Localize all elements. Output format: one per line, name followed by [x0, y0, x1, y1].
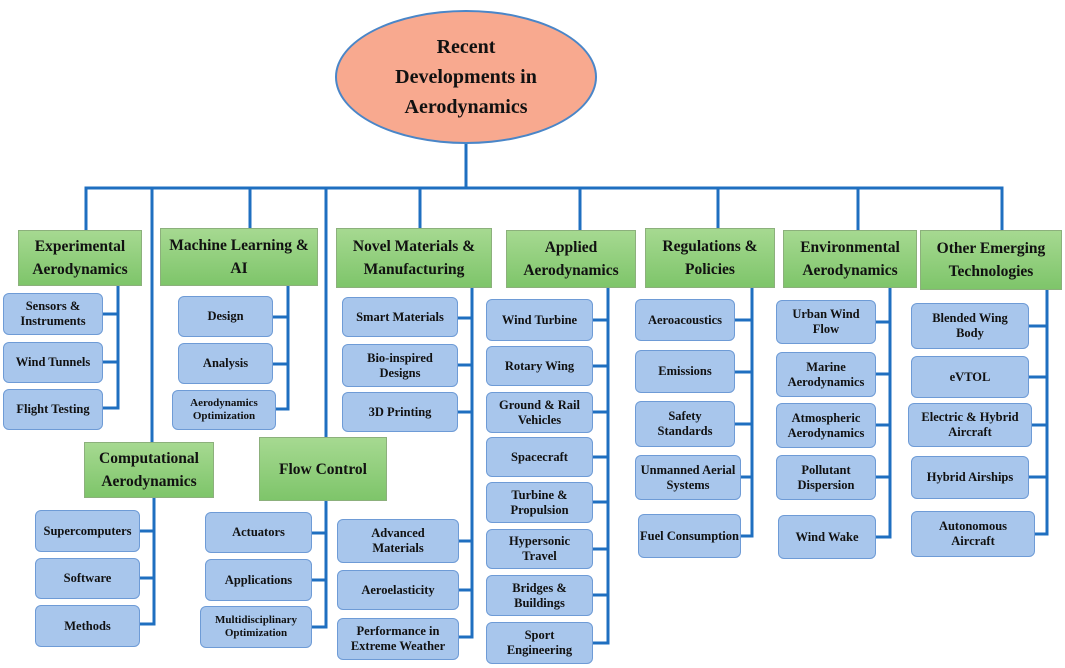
- category-applied-aerodynamics: Applied Aerodynamics: [506, 230, 636, 288]
- leaf-wind-turbine: Wind Turbine: [486, 299, 593, 341]
- leaf-wind-tunnels: Wind Tunnels: [3, 342, 103, 383]
- leaf-sensors-instruments: Sensors & Instruments: [3, 293, 103, 335]
- leaf-blended-wing-body: Blended Wing Body: [911, 303, 1029, 349]
- leaf-applications: Applications: [205, 559, 312, 601]
- leaf-pollutant-dispersion: Pollutant Dispersion: [776, 455, 876, 500]
- leaf-bio-inspired-designs: Bio-inspired Designs: [342, 344, 458, 387]
- root-label: Recent Developments in Aerodynamics: [395, 36, 537, 118]
- category-other-emerging-technologies: Other Emerging Technologies: [920, 230, 1062, 290]
- leaf-methods: Methods: [35, 605, 140, 647]
- leaf-hypersonic-travel: Hypersonic Travel: [486, 529, 593, 569]
- leaf-autonomous-aircraft: Autonomous Aircraft: [911, 511, 1035, 557]
- leaf-spacecraft: Spacecraft: [486, 437, 593, 477]
- leaf-wind-wake: Wind Wake: [778, 515, 876, 559]
- leaf-sport-engineering: Sport Engineering: [486, 622, 593, 664]
- category-computational-aerodynamics: Computational Aerodynamics: [84, 442, 214, 498]
- leaf-turbine-propulsion: Turbine & Propulsion: [486, 482, 593, 523]
- category-experimental-aerodynamics: Experimental Aerodynamics: [18, 230, 142, 286]
- leaf-performance-extreme-weather: Performance in Extreme Weather: [337, 618, 459, 660]
- leaf-urban-wind-flow: Urban Wind Flow: [776, 300, 876, 344]
- leaf-ground-rail-vehicles: Ground & Rail Vehicles: [486, 392, 593, 433]
- leaf-advanced-materials: Advanced Materials: [337, 519, 459, 563]
- leaf-flight-testing: Flight Testing: [3, 389, 103, 430]
- leaf-design: Design: [178, 296, 273, 337]
- leaf-marine-aerodynamics: Marine Aerodynamics: [776, 352, 876, 397]
- leaf-smart-materials: Smart Materials: [342, 297, 458, 337]
- leaf-software: Software: [35, 558, 140, 599]
- leaf-aeroacoustics: Aeroacoustics: [635, 299, 735, 341]
- leaf-3d-printing: 3D Printing: [342, 392, 458, 432]
- leaf-safety-standards: Safety Standards: [635, 401, 735, 447]
- leaf-actuators: Actuators: [205, 512, 312, 553]
- category-machine-learning-ai: Machine Learning & AI: [160, 228, 318, 286]
- leaf-aeroelasticity: Aeroelasticity: [337, 570, 459, 610]
- category-environmental-aerodynamics: Environmental Aerodynamics: [783, 230, 917, 288]
- leaf-aerodynamics-optimization: Aerodynamics Optimization: [172, 390, 276, 430]
- leaf-evtol: eVTOL: [911, 356, 1029, 398]
- leaf-atmospheric-aerodynamics: Atmospheric Aerodynamics: [776, 403, 876, 448]
- leaf-analysis: Analysis: [178, 343, 273, 384]
- category-regulations-policies: Regulations & Policies: [645, 228, 775, 288]
- leaf-rotary-wing: Rotary Wing: [486, 346, 593, 386]
- category-novel-materials-manufacturing: Novel Materials & Manufacturing: [336, 228, 492, 288]
- leaf-emissions: Emissions: [635, 350, 735, 393]
- leaf-fuel-consumption: Fuel Consumption: [638, 514, 741, 558]
- leaf-supercomputers: Supercomputers: [35, 510, 140, 552]
- root-node: Recent Developments in Aerodynamics: [335, 10, 597, 144]
- leaf-multidisciplinary-optimization: Multidisciplinary Optimization: [200, 606, 312, 648]
- leaf-hybrid-airships: Hybrid Airships: [911, 456, 1029, 499]
- leaf-unmanned-aerial-systems: Unmanned Aerial Systems: [635, 455, 741, 500]
- leaf-bridges-buildings: Bridges & Buildings: [486, 575, 593, 616]
- leaf-electric-hybrid-aircraft: Electric & Hybrid Aircraft: [908, 403, 1032, 447]
- category-flow-control: Flow Control: [259, 437, 387, 501]
